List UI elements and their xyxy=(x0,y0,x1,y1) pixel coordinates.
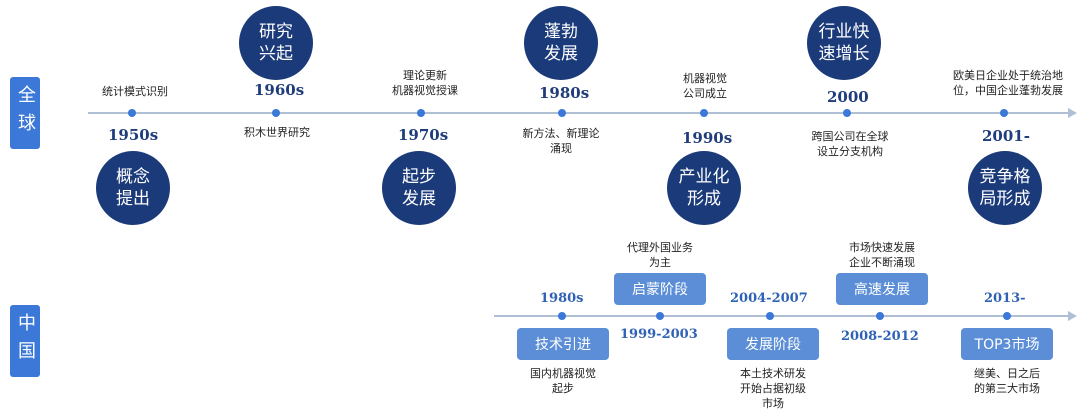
china-dot-1980s xyxy=(558,312,566,320)
global-note-2001: 欧美日企业处于统治地 位，中国企业蓬勃发展 xyxy=(953,69,1063,97)
china-stage-1980s: 技术引进 xyxy=(517,328,609,360)
global-note-1980s: 新方法、新理论 涌现 xyxy=(522,127,600,155)
global-note-1990s: 机器视觉 公司成立 xyxy=(683,72,727,100)
china-timeline-arrow xyxy=(1068,311,1077,321)
global-stage-1990s: 产业化 形成 xyxy=(667,151,741,225)
china-stage-1999: 启蒙阶段 xyxy=(614,273,706,305)
global-dot-1990s xyxy=(700,109,708,117)
global-year-1990s: 1990s xyxy=(682,129,733,147)
china-dot-1999 xyxy=(656,312,664,320)
china-year-2008: 2008-2012 xyxy=(841,329,919,344)
global-dot-1980s xyxy=(558,109,566,117)
global-dot-2000 xyxy=(843,109,851,117)
china-timeline-axis xyxy=(494,315,1070,317)
global-stage-1960s: 研究 兴起 xyxy=(239,6,313,80)
global-stage-2000: 行业快 速增长 xyxy=(807,6,881,80)
global-stage-1950s: 概念 提出 xyxy=(96,151,170,225)
china-note-1980s: 国内机器视觉 起步 xyxy=(530,367,596,395)
china-label: 中国 xyxy=(10,305,40,377)
china-year-2013: 2013- xyxy=(984,291,1026,306)
global-note-2000: 跨国公司在全球 设立分支机构 xyxy=(811,130,889,158)
china-stage-2008: 高速发展 xyxy=(836,273,928,305)
china-dot-2013 xyxy=(1003,312,1011,320)
china-stage-2013: TOP3市场 xyxy=(961,328,1053,360)
china-year-1980s: 1980s xyxy=(540,291,584,306)
global-year-1950s: 1950s xyxy=(108,126,159,144)
global-year-1970s: 1970s xyxy=(398,126,449,144)
global-timeline-arrow xyxy=(1068,108,1077,118)
global-label: 全球 xyxy=(10,77,40,149)
global-dot-2001 xyxy=(1000,109,1008,117)
global-dot-1950s xyxy=(128,109,136,117)
global-note-1950s: 统计模式识别 xyxy=(102,85,168,98)
global-year-1960s: 1960s xyxy=(254,81,305,99)
china-dot-2008 xyxy=(876,312,884,320)
global-note-1970s: 理论更新 机器视觉授课 xyxy=(392,69,458,97)
global-year-1980s: 1980s xyxy=(539,84,590,102)
global-year-2001: 2001- xyxy=(982,127,1030,145)
global-timeline-axis xyxy=(88,112,1070,114)
china-note-2013: 继美、日之后 的第三大市场 xyxy=(974,367,1040,395)
china-year-2004: 2004-2007 xyxy=(730,291,808,306)
global-note-1960s: 积木世界研究 xyxy=(244,126,310,139)
china-stage-2004: 发展阶段 xyxy=(727,328,819,360)
china-note-2004: 本土技术研发 开始占据初级 市场 xyxy=(740,367,806,410)
global-dot-1960s xyxy=(272,109,280,117)
global-stage-2001: 竞争格 局形成 xyxy=(968,151,1042,225)
china-dot-2004 xyxy=(766,312,774,320)
global-stage-1980s: 蓬勃 发展 xyxy=(524,6,598,80)
global-year-2000: 2000 xyxy=(827,88,869,106)
global-stage-1970s: 起步 发展 xyxy=(382,151,456,225)
china-note-2008: 市场快速发展 企业不断涌现 xyxy=(849,241,915,269)
china-year-1999: 1999-2003 xyxy=(620,327,698,342)
china-note-1999: 代理外国业务 为主 xyxy=(627,241,693,269)
global-dot-1970s xyxy=(417,109,425,117)
